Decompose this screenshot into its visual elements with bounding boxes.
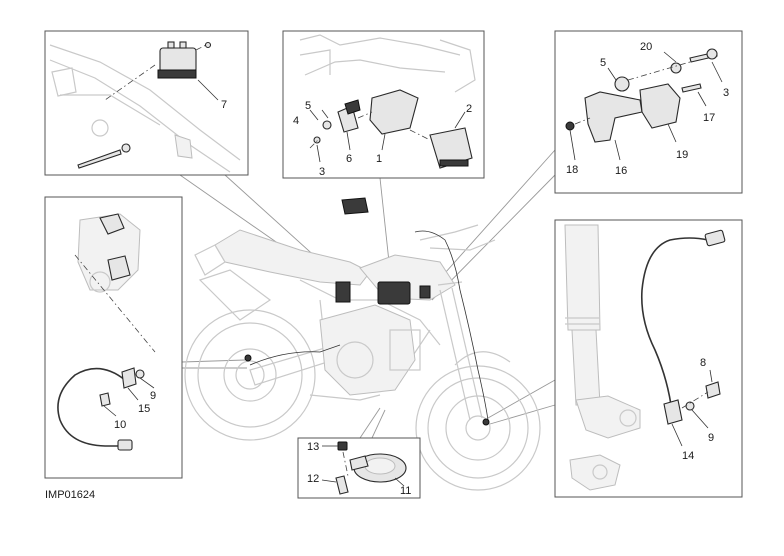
callout-17: 17 bbox=[703, 112, 715, 124]
callout-5b: 5 bbox=[600, 57, 606, 69]
motorcycle-ghost-illustration bbox=[184, 197, 541, 491]
connector-lines bbox=[179, 149, 556, 439]
callout-9: 9 bbox=[150, 390, 156, 402]
callout-3: 3 bbox=[319, 166, 325, 178]
detail-panel-relay: 7 bbox=[44, 30, 249, 176]
callout-8: 8 bbox=[700, 357, 706, 369]
callout-3b: 3 bbox=[723, 87, 729, 99]
callout-4: 4 bbox=[293, 115, 299, 127]
callout-13: 13 bbox=[307, 441, 319, 453]
callout-6: 6 bbox=[346, 153, 352, 165]
callout-9b: 9 bbox=[708, 432, 714, 444]
callout-11: 11 bbox=[400, 485, 411, 497]
callout-10: 10 bbox=[114, 419, 126, 431]
callout-19: 19 bbox=[676, 149, 688, 161]
callout-2: 2 bbox=[466, 103, 472, 115]
callout-15: 15 bbox=[138, 403, 150, 415]
callout-18: 18 bbox=[566, 164, 578, 176]
callout-12: 12 bbox=[307, 473, 319, 485]
detail-panel-rear-speed-sensor: 9 15 10 bbox=[44, 196, 183, 479]
detail-panel-ecu: 1 2 3 4 5 6 bbox=[282, 30, 485, 179]
detail-panel-front-speed-sensor: 8 9 14 bbox=[554, 219, 743, 498]
callout-7: 7 bbox=[221, 99, 227, 111]
callout-5: 5 bbox=[305, 100, 311, 112]
callout-16: 16 bbox=[615, 165, 627, 177]
detail-panel-horn: 13 12 11 bbox=[297, 437, 421, 499]
figure-code: IMP01624 bbox=[45, 489, 95, 501]
callout-1: 1 bbox=[376, 153, 382, 165]
callout-20: 20 bbox=[640, 41, 652, 53]
detail-panel-sensor-bracket: 5 20 3 17 18 16 19 bbox=[554, 30, 743, 194]
callout-14: 14 bbox=[682, 450, 694, 462]
